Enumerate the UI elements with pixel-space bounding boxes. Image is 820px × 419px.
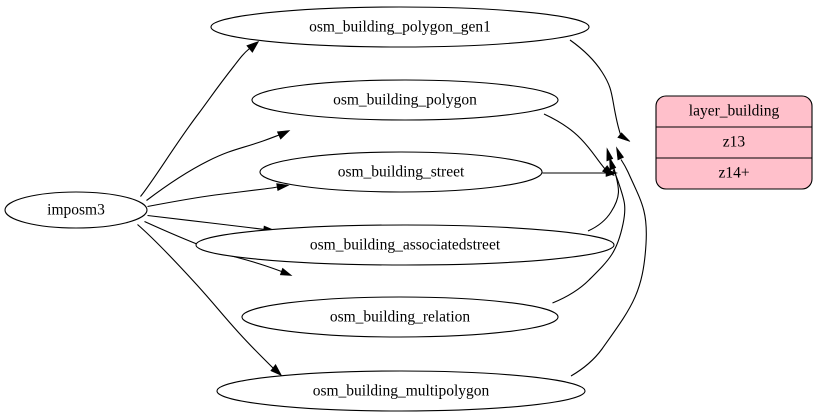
edge-imposm3-to-osm_building_polygon	[146, 130, 291, 201]
edge-osm_building_associatedstreet-to-layer_building-z14plus	[587, 147, 619, 232]
node-osm_building_multipolygon-label: osm_building_multipolygon	[313, 383, 490, 400]
edge-imposm3-to-osm_building_street	[147, 183, 290, 208]
node-osm_building_polygon_gen1[interactable]: osm_building_polygon_gen1	[210, 6, 590, 48]
node-osm_building_polygon-label: osm_building_polygon	[333, 92, 477, 109]
node-osm_building_relation-shape[interactable]	[241, 296, 559, 338]
node-layer_building[interactable]: layer_building z13 z14+	[655, 95, 813, 190]
node-osm_building_polygon_gen1-shape[interactable]	[210, 6, 590, 48]
node-osm_building_associatedstreet-label: osm_building_associatedstreet	[310, 237, 501, 254]
node-osm_building_relation[interactable]: osm_building_relation	[241, 296, 559, 338]
node-layer_building-shape[interactable]	[655, 95, 813, 190]
record-row-layer-name: layer_building	[689, 103, 780, 120]
node-imposm3[interactable]: imposm3	[4, 191, 148, 229]
node-osm_building_street[interactable]: osm_building_street	[259, 151, 543, 193]
edge-osm_building_street-to-layer_building-z14plus	[542, 169, 618, 177]
record-row-zoom-14-plus: z14+	[718, 165, 749, 182]
node-osm_building_street-label: osm_building_street	[338, 164, 465, 181]
node-osm_building_relation-label: osm_building_relation	[330, 309, 471, 326]
node-imposm3-shape[interactable]	[4, 191, 148, 229]
node-osm_building_associatedstreet[interactable]: osm_building_associatedstreet	[195, 224, 615, 266]
node-osm_building_polygon-shape[interactable]	[251, 79, 559, 121]
edge-imposm3-to-osm_building_multipolygon	[137, 224, 283, 377]
node-osm_building_associatedstreet-shape[interactable]	[195, 224, 615, 266]
node-osm_building_polygon[interactable]: osm_building_polygon	[251, 79, 559, 121]
edge-osm_building_relation-to-layer_building-z14plus	[552, 156, 626, 304]
node-osm_building_street-shape[interactable]	[259, 151, 543, 193]
edge-imposm3-to-osm_building_polygon_gen1	[140, 40, 260, 197]
edge-osm_building_polygon-to-layer_building-z14plus	[543, 113, 615, 177]
node-imposm3-label: imposm3	[47, 202, 105, 219]
record-row-zoom-13: z13	[723, 134, 746, 151]
edge-osm_building_multipolygon-to-layer_building-z14plus	[570, 146, 647, 377]
node-osm_building_multipolygon-shape[interactable]	[216, 370, 586, 412]
node-osm_building_polygon_gen1-label: osm_building_polygon_gen1	[309, 19, 491, 36]
edge-group-tables-to-layer	[542, 39, 647, 377]
edge-osm_building_polygon_gen1-to-layer_building-z13	[569, 39, 631, 142]
node-osm_building_multipolygon[interactable]: osm_building_multipolygon	[216, 370, 586, 412]
